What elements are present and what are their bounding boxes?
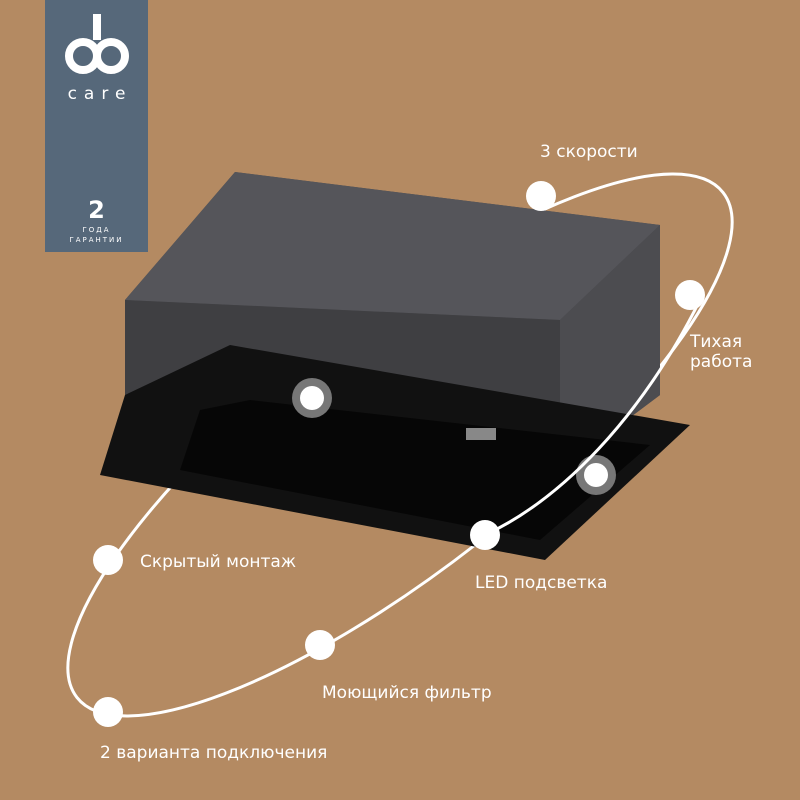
range-hood	[100, 172, 690, 560]
warranty-years: 2	[88, 196, 105, 224]
brand-logo-icon	[65, 14, 129, 74]
feature-connection: 2 варианта подключения	[100, 743, 328, 763]
feature-led: LED подсветка	[475, 573, 608, 593]
feature-filter: Моющийся фильтр	[322, 683, 492, 703]
feature-dots	[93, 181, 705, 727]
feature-hidden-mount: Скрытый монтаж	[140, 552, 297, 572]
feature-quiet: Тихая работа	[690, 332, 753, 372]
feature-speeds: 3 скорости	[540, 142, 638, 162]
warranty-line2: ГАРАНТИИ	[69, 236, 124, 244]
warranty-badge: care 2 ГОДА ГАРАНТИИ	[45, 0, 148, 252]
brand-care-text: care	[67, 84, 133, 104]
warranty-line1: ГОДА	[82, 226, 111, 234]
